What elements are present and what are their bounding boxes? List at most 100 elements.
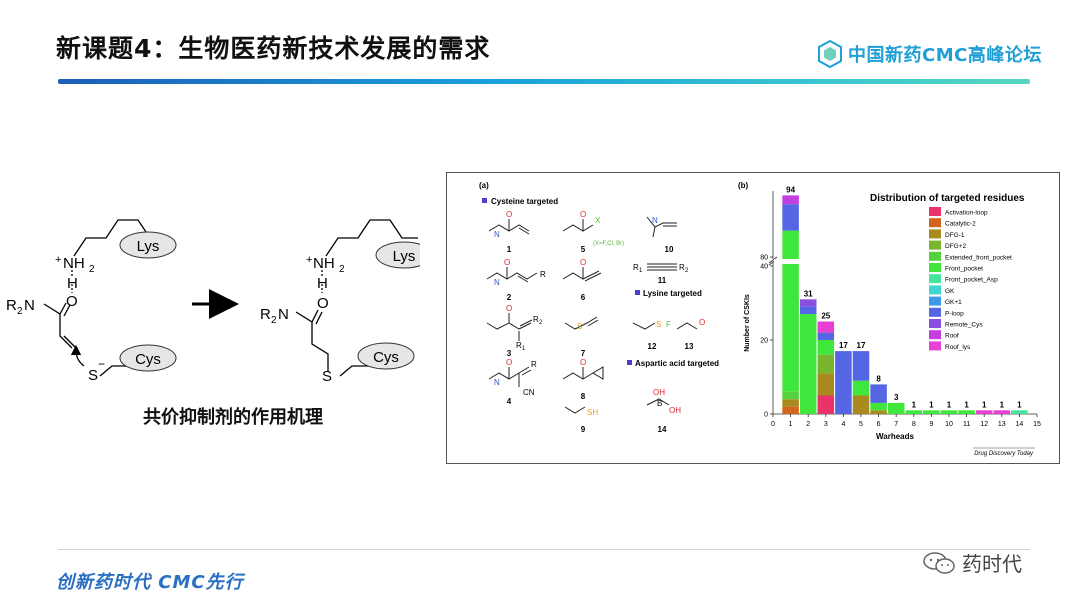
bar-segment	[782, 391, 799, 400]
y-tick-label: 40	[760, 264, 768, 271]
legend-swatch	[929, 229, 941, 239]
nh2-label: NH	[63, 255, 85, 272]
r2n-sub: 2	[17, 306, 23, 317]
compound-4: 4	[507, 397, 512, 406]
bar-segment	[975, 410, 993, 414]
compound-12: 12	[648, 342, 657, 351]
axis-break-mark	[768, 256, 778, 264]
bar-total-label: 8	[876, 374, 881, 383]
x-tick-label: 11	[963, 421, 970, 428]
source-credit: Drug Discovery Today	[974, 451, 1034, 457]
atom-o-13: O	[699, 318, 705, 327]
legend-swatch	[929, 341, 941, 351]
x-tick-label: 3	[824, 421, 828, 428]
atom-o-3: O	[506, 304, 512, 313]
bar-segment	[870, 410, 887, 414]
bar-segment	[799, 299, 817, 307]
bar-total-label: 1	[982, 400, 987, 409]
o-label-product: O	[317, 295, 329, 312]
bar-segment	[782, 204, 799, 231]
x-axis-label: Warheads	[876, 432, 914, 441]
atom-o-8: O	[580, 358, 586, 367]
x-note-5: (X=F,Cl, Br)	[593, 241, 624, 247]
cube-logo-icon	[818, 40, 842, 68]
r2n-label: R	[6, 297, 17, 314]
h-label-product: H	[317, 275, 328, 292]
atom-sh-9: SH	[587, 408, 598, 417]
legend-label: Extended_front_pocket	[945, 254, 1012, 261]
atom-b-14: B	[657, 399, 662, 408]
atom-oh1-14: OH	[653, 388, 665, 397]
legend-swatch	[929, 319, 941, 328]
warhead-figure-panel: (a) Cysteine targeted Lysine targeted As…	[446, 172, 1060, 464]
mechanism-caption: 共价抑制剂的作用机理	[143, 407, 323, 428]
atom-r1-sub-3: 1	[522, 346, 526, 352]
bar-total-label: 1	[912, 400, 917, 409]
x-tick-label: 12	[980, 421, 988, 428]
atom-n-2: N	[494, 278, 500, 287]
atom-n-10: N	[652, 216, 658, 225]
s-label: S	[88, 367, 98, 384]
cys-label: Cys	[135, 351, 161, 368]
legend-label: Roof_lys	[945, 344, 971, 351]
atom-x-5: X	[595, 216, 601, 225]
atom-cn-4: CN	[523, 388, 535, 397]
bar-segment	[852, 351, 870, 381]
legend-swatch	[929, 207, 941, 216]
legend-label: Front_pocket_Asp	[945, 277, 998, 284]
atom-r2-sub-3: 2	[539, 320, 543, 326]
nh2-sub-product: 2	[339, 264, 345, 275]
bar-total-label: 1	[964, 400, 969, 409]
atom-r1-11: R	[633, 263, 639, 272]
nh2-sub: 2	[89, 264, 95, 275]
r2n-label-product: R	[260, 306, 271, 323]
title-gradient-bar	[58, 79, 1030, 84]
bar-segment	[817, 395, 835, 414]
atom-r1-3: R	[516, 341, 522, 350]
bar-total-label: 1	[929, 400, 934, 409]
r2n-sub-product: 2	[271, 315, 277, 326]
product	[295, 219, 418, 377]
lys-section-marker	[635, 290, 640, 295]
atom-r2-sub-11: 2	[685, 268, 689, 274]
legend-swatch	[929, 274, 941, 284]
legend-label: Roof	[945, 333, 959, 340]
legend-swatch	[929, 218, 941, 228]
lys-label: Lys	[137, 238, 160, 255]
legend-swatch	[929, 330, 941, 340]
structure-bonds	[486, 216, 698, 414]
bar-segment	[905, 410, 923, 414]
atom-labels: O N O N R O R 2 R 1 O N R CN O X (X=F,Cl…	[494, 210, 705, 417]
atom-r-2: R	[540, 270, 546, 279]
bar-segment	[817, 340, 835, 355]
r2n-tail-product: N	[278, 306, 289, 323]
legend-label: GK+1	[945, 299, 962, 306]
plus-charge: +	[55, 254, 61, 266]
compound-14: 14	[658, 425, 667, 434]
atom-r2-11: R	[679, 263, 685, 272]
plus-charge-product: +	[306, 254, 312, 266]
legend-label: Remote_Cys	[945, 322, 983, 329]
atom-o-4: O	[506, 358, 512, 367]
cys-section-marker	[482, 198, 487, 203]
lys-label-product: Lys	[393, 248, 416, 265]
bar-segment	[993, 410, 1011, 414]
atom-r2-3: R	[533, 315, 539, 324]
atom-o-1: O	[506, 210, 512, 219]
atom-o-6: O	[580, 258, 586, 267]
cys-ellipse-product	[357, 342, 415, 370]
bar-segment	[817, 373, 835, 396]
legend-label: GK	[945, 288, 955, 295]
bar-segment	[940, 410, 958, 414]
bar-total-label: 1	[1000, 400, 1005, 409]
x-tick-label: 10	[945, 421, 953, 428]
atom-f-12: F	[666, 320, 671, 329]
compound-13: 13	[685, 342, 694, 351]
bar-segment	[817, 332, 835, 340]
h-label: H	[67, 275, 78, 292]
y-tick-label: 80	[760, 255, 768, 262]
asp-section-label: Aspartic acid targeted	[635, 359, 719, 368]
bar-segment	[817, 354, 835, 374]
bar-segment	[852, 395, 870, 414]
